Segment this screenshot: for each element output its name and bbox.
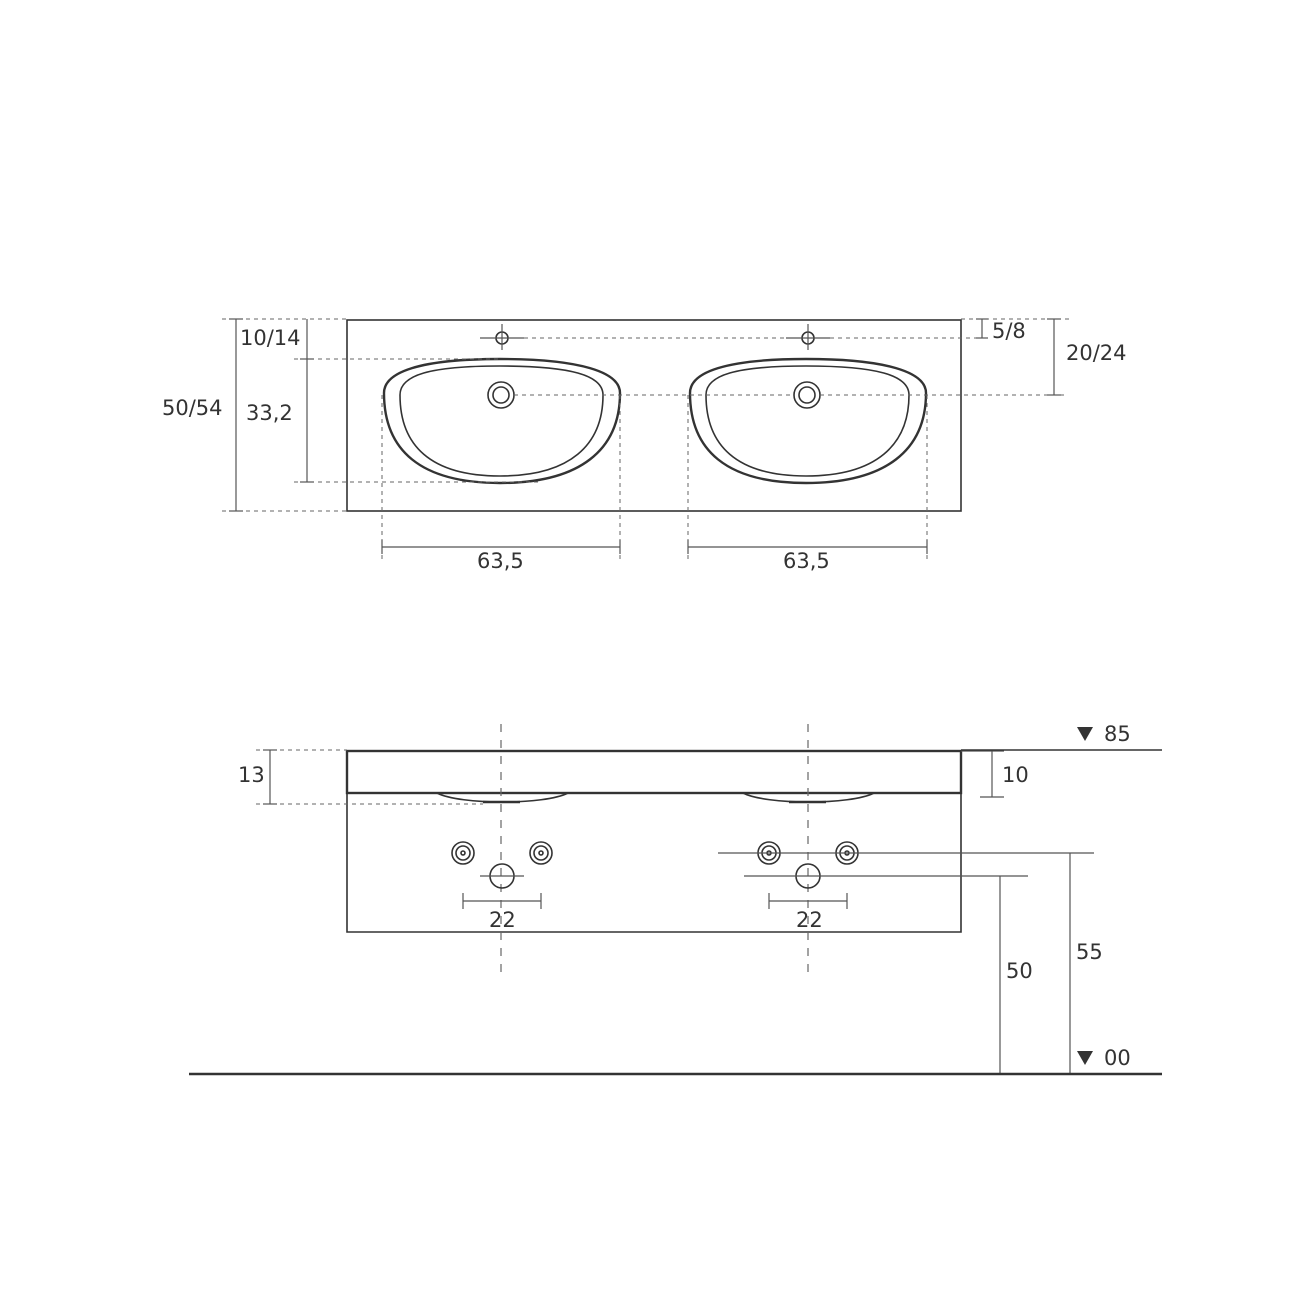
dim-basin-depth: 13 [238, 763, 265, 787]
left-bowl-outer [382, 357, 622, 485]
right-drain-inner [798, 386, 816, 404]
left-drain-outer [487, 381, 515, 409]
left-bowl [382, 324, 622, 485]
level-floor-label: 00 [1104, 1046, 1131, 1070]
elevation-dimension-lines [263, 749, 1162, 1074]
left-valve-cold [529, 841, 553, 865]
right-bowl [688, 324, 928, 485]
elevation-view: 13 10 22 22 50 55 85 00 [189, 722, 1162, 1076]
dim-top-thickness: 10 [1002, 763, 1029, 787]
countertop-outline [346, 319, 962, 512]
left-valve-hot [451, 841, 475, 865]
right-plumbing [718, 841, 1094, 909]
level-marker-top-icon [1077, 727, 1093, 741]
plan-dimension-lines [229, 318, 1061, 554]
level-marker-floor-icon [1077, 1051, 1093, 1065]
level-top-label: 85 [1104, 722, 1131, 746]
right-bowl-outer [688, 357, 928, 485]
plan-extension-lines [222, 318, 1070, 560]
countertop-slab [345, 749, 963, 795]
dim-valve-spacing-right: 22 [796, 908, 823, 932]
right-drain-outer [793, 381, 821, 409]
dim-drain-offset: 20/24 [1066, 341, 1127, 365]
dim-tap-hole-offset: 5/8 [992, 319, 1026, 343]
dim-valve-spacing-left: 22 [489, 908, 516, 932]
dim-bowl-depth: 33,2 [246, 401, 293, 425]
elevation-extension-lines [256, 749, 483, 805]
dim-bowl-width-right: 63,5 [783, 549, 830, 573]
dim-total-depth: 50/54 [162, 396, 223, 420]
left-drain-inner [492, 386, 510, 404]
left-basin-bottom [436, 792, 569, 803]
cabinet-outline [346, 793, 962, 933]
dim-supply-height: 55 [1076, 940, 1103, 964]
dim-bowl-width-left: 63,5 [477, 549, 524, 573]
left-plumbing [451, 841, 553, 909]
dim-drain-height: 50 [1006, 959, 1033, 983]
dim-front-offset: 10/14 [240, 326, 301, 350]
plan-view: 50/54 33,2 10/14 5/8 20/24 63,5 63,5 [162, 318, 1127, 573]
